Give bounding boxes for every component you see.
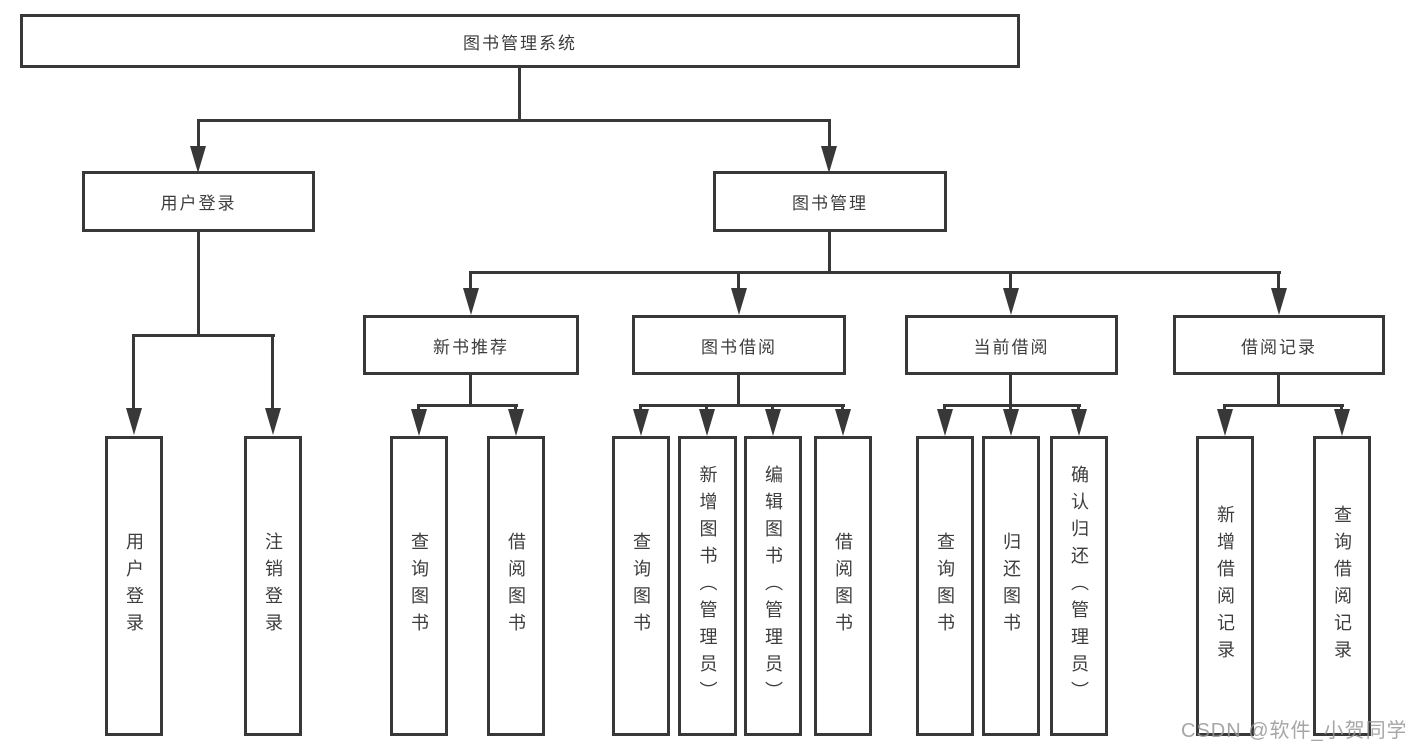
connector-new-book-stem <box>469 375 472 406</box>
arrowhead-br-add <box>1217 409 1233 436</box>
connector-current-borrow-stem <box>1009 375 1012 406</box>
connector-book-mgmt-hbar <box>469 271 1281 274</box>
arrowhead-cb-confirm <box>1071 409 1087 436</box>
node-new-book-recommend-label: 新书推荐 <box>433 337 509 357</box>
leaf-query-books-recommend: 查询图书 <box>390 436 448 736</box>
connector-book-borrow-hbar <box>639 404 845 407</box>
leaf-user-login: 用户登录 <box>105 436 163 736</box>
leaf-query-books-borrow: 查询图书 <box>612 436 670 736</box>
arrowhead-br-query <box>1334 409 1350 436</box>
leaf-add-book-admin: 新增图书（管理员） <box>678 436 737 736</box>
leaf-user-login-label: 用户登录 <box>124 532 144 640</box>
leaf-return-book: 归还图书 <box>982 436 1040 736</box>
leaf-edit-book-admin: 编辑图书（管理员） <box>744 436 802 736</box>
arrowhead-nb-borrow <box>508 409 524 436</box>
connector-book-borrow-stem <box>737 375 740 406</box>
leaf-logout-label: 注销登录 <box>263 532 283 640</box>
connector-borrow-records-hbar <box>1223 404 1344 407</box>
connector-drop-current-borrow <box>1009 273 1012 290</box>
node-borrow-records-label: 借阅记录 <box>1241 337 1317 357</box>
arrowhead-bb-edit <box>765 409 781 436</box>
arrowhead-user-login <box>190 146 206 173</box>
connector-user-login-hbar <box>132 334 275 337</box>
node-user-login-branch: 用户登录 <box>82 171 315 232</box>
connector-book-mgmt-stem <box>828 232 831 273</box>
leaf-confirm-return-admin-label: 确认归还（管理员） <box>1069 464 1089 708</box>
leaf-confirm-return-admin: 确认归还（管理员） <box>1050 436 1108 736</box>
leaf-query-books-current: 查询图书 <box>916 436 974 736</box>
arrowhead-current-borrow <box>1003 288 1019 315</box>
connector-drop-borrow-records <box>1277 273 1280 290</box>
arrowhead-bb-query <box>633 409 649 436</box>
arrowhead-cb-query <box>937 409 953 436</box>
node-new-book-recommend: 新书推荐 <box>363 315 579 375</box>
node-book-borrow-label: 图书借阅 <box>701 337 777 357</box>
node-book-management-label: 图书管理 <box>792 194 868 213</box>
connector-drop-leaf-logout <box>271 336 274 410</box>
node-current-borrow: 当前借阅 <box>905 315 1118 375</box>
leaf-edit-book-admin-label: 编辑图书（管理员） <box>763 464 783 708</box>
leaf-add-borrow-record-label: 新增借阅记录 <box>1215 505 1235 667</box>
node-root-label: 图书管理系统 <box>463 33 577 53</box>
connector-root-stem <box>518 68 521 121</box>
leaf-add-book-admin-label: 新增图书（管理员） <box>697 464 718 708</box>
leaf-return-book-label: 归还图书 <box>1001 532 1021 640</box>
leaf-borrow-books: 借阅图书 <box>814 436 872 736</box>
arrowhead-nb-query <box>411 409 427 436</box>
arrowhead-new-book <box>463 288 479 315</box>
leaf-query-books-recommend-label: 查询图书 <box>409 532 429 640</box>
arrowhead-book-borrow <box>731 288 747 315</box>
arrowhead-book-mgmt <box>821 146 837 173</box>
leaf-query-borrow-record: 查询借阅记录 <box>1313 436 1371 736</box>
connector-current-borrow-hbar <box>943 404 1081 407</box>
watermark-text: CSDN @软件_小贺同学 <box>1181 720 1405 742</box>
node-borrow-records: 借阅记录 <box>1173 315 1385 375</box>
node-current-borrow-label: 当前借阅 <box>973 337 1050 357</box>
leaf-borrow-books-recommend-label: 借阅图书 <box>506 532 526 640</box>
connector-new-book-hbar <box>417 404 518 407</box>
arrowhead-bb-borrow <box>835 409 851 436</box>
arrowhead-bb-add <box>699 409 715 436</box>
leaf-query-books-current-label: 查询图书 <box>935 532 955 640</box>
arrowhead-leaf-login <box>126 408 142 435</box>
node-root: 图书管理系统 <box>20 14 1020 68</box>
connector-drop-user-login <box>197 121 200 148</box>
leaf-query-borrow-record-label: 查询借阅记录 <box>1332 505 1352 667</box>
connector-drop-book-borrow <box>737 273 740 290</box>
connector-borrow-records-stem <box>1277 375 1280 406</box>
node-user-login-branch-label: 用户登录 <box>160 194 237 213</box>
connector-root-hbar <box>197 119 831 122</box>
arrowhead-borrow-records <box>1271 288 1287 315</box>
connector-drop-leaf-login <box>132 336 135 410</box>
leaf-logout: 注销登录 <box>244 436 302 736</box>
connector-user-login-stem <box>197 232 200 336</box>
node-book-borrow: 图书借阅 <box>632 315 846 375</box>
leaf-query-books-borrow-label: 查询图书 <box>631 532 651 640</box>
leaf-borrow-books-label: 借阅图书 <box>833 532 853 640</box>
connector-drop-new-book <box>469 273 472 290</box>
connector-drop-book-mgmt <box>828 121 831 148</box>
leaf-borrow-books-recommend: 借阅图书 <box>487 436 545 736</box>
arrowhead-leaf-logout <box>265 408 281 435</box>
leaf-add-borrow-record: 新增借阅记录 <box>1196 436 1254 736</box>
node-book-management: 图书管理 <box>713 171 947 232</box>
arrowhead-cb-return <box>1003 409 1019 436</box>
